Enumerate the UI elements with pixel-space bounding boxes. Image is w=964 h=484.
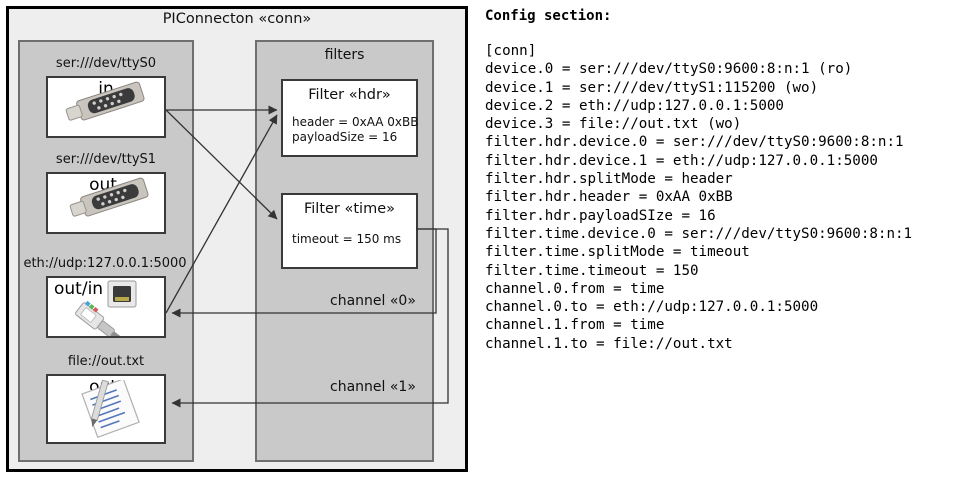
network-plug-icon xyxy=(75,280,137,336)
filter-time-title: Filter «time» xyxy=(303,201,396,217)
config-line: filter.hdr.payloadSIze = 16 xyxy=(485,207,716,224)
channel-0-label: channel «0» xyxy=(330,293,416,309)
page-title: PIConnecton «conn» xyxy=(162,11,312,27)
device-label-eth: eth://udp:127.0.0.1:5000 xyxy=(23,256,187,271)
config-line: channel.0.to = eth://udp:127.0.0.1:5000 xyxy=(485,299,819,316)
config-line: channel.0.from = time xyxy=(485,280,665,297)
filter-box-time[interactable]: Filter «time» timeout = 150 ms xyxy=(281,193,418,269)
filters-panel-title: filters xyxy=(324,47,365,63)
config-line: filter.time.splitMode = timeout xyxy=(485,244,750,261)
config-line: filter.hdr.device.1 = eth://udp:127.0.0.… xyxy=(485,152,878,169)
devices-panel: ser:///dev/ttyS0 in se xyxy=(18,40,194,462)
text-file-icon xyxy=(81,380,140,438)
config-line: filter.hdr.device.0 = ser:///dev/ttyS0:9… xyxy=(485,134,904,151)
device-label-ttys0: ser:///dev/ttyS0 xyxy=(55,56,157,71)
config-line: device.1 = ser:///dev/ttyS1:115200 (wo) xyxy=(485,79,819,96)
config-line: filter.time.device.0 = ser:///dev/ttyS0:… xyxy=(485,225,913,242)
device-box-eth[interactable]: out/in xyxy=(46,276,166,338)
device-box-ttys1[interactable]: out xyxy=(46,172,166,234)
serial-port-icon xyxy=(69,177,149,217)
serial-port-icon xyxy=(65,81,145,121)
config-line: filter.time.timeout = 150 xyxy=(485,262,699,279)
device-box-ttys0[interactable]: in xyxy=(46,76,166,138)
device-io-eth: out/in xyxy=(54,279,104,299)
filter-time-attr-timeout: timeout = 150 ms xyxy=(292,232,402,246)
filter-hdr-title: Filter «hdr» xyxy=(308,87,391,103)
config-line: channel.1.from = time xyxy=(485,317,665,334)
config-line: channel.1.to = file://out.txt xyxy=(485,335,733,352)
device-label-ttys1: ser:///dev/ttyS1 xyxy=(55,152,157,167)
filter-hdr-attr-payloadsize: payloadSize = 16 xyxy=(292,130,398,144)
config-section: Config section: [conn] device.0 = ser:///… xyxy=(482,0,964,484)
device-label-file: file://out.txt xyxy=(67,354,145,369)
config-line: device.0 = ser:///dev/ttyS0:9600:8:n:1 (… xyxy=(485,61,853,78)
config-line: device.2 = eth://udp:127.0.0.1:5000 xyxy=(485,97,784,114)
device-box-file[interactable]: out xyxy=(46,374,166,444)
connection-diagram: PIConnecton «conn» ser:///dev/ttyS0 in xyxy=(0,0,478,484)
config-lines-list: [conn] device.0 = ser:///dev/ttyS0:9600:8… xyxy=(485,42,912,353)
config-line: [conn] xyxy=(485,43,537,59)
filters-panel: filters Filter «hdr» header = 0xAA 0xBB … xyxy=(255,40,434,462)
config-line: filter.hdr.splitMode = header xyxy=(485,171,733,188)
config-heading: Config section: xyxy=(485,8,612,24)
config-line: filter.hdr.header = 0xAA 0xBB xyxy=(485,189,733,206)
filter-hdr-attr-header: header = 0xAA 0xBB xyxy=(292,115,419,129)
channel-1-label: channel «1» xyxy=(330,379,416,395)
filter-box-hdr[interactable]: Filter «hdr» header = 0xAA 0xBB payloadS… xyxy=(281,79,418,157)
config-line: device.3 = file://out.txt (wo) xyxy=(485,116,742,133)
